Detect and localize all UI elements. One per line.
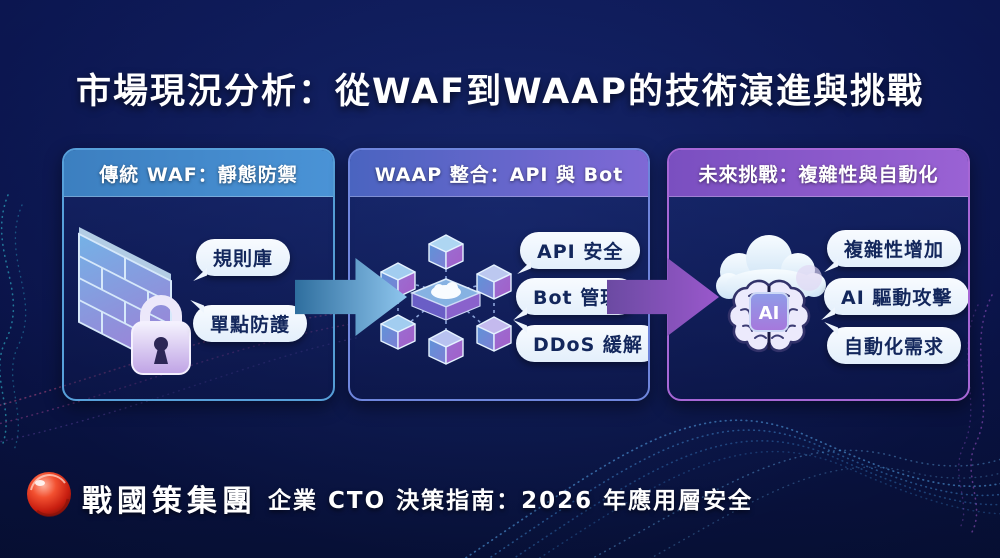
tag-label: AI 驅動攻擊 xyxy=(841,287,953,309)
feature-tag: API 安全 xyxy=(520,232,641,269)
tag-label: DDoS 緩解 xyxy=(533,334,643,356)
panel-header: WAAP 整合：API 與 Bot xyxy=(350,150,648,197)
footer-tagline: 企業 CTO 決策指南：2026 年應用層安全 xyxy=(268,488,754,514)
tag-label: 複雜性增加 xyxy=(844,239,945,261)
ai-chip-label: AI xyxy=(759,303,780,324)
tag-label: 規則庫 xyxy=(213,248,274,270)
slide-title: 市場現況分析：從WAF到WAAP的技術演進與挑戰 xyxy=(76,72,924,113)
slide-footer: 戰國策集團 企業 CTO 決策指南：2026 年應用層安全 xyxy=(0,472,1000,558)
panel-header: 傳統 WAF：靜態防禦 xyxy=(64,150,333,197)
panel-header: 未來挑戰：複雜性與自動化 xyxy=(669,150,968,197)
tag-label: 自動化需求 xyxy=(844,336,945,358)
feature-tag: DDoS 緩解 xyxy=(516,325,648,362)
panel-future-challenges: 未來挑戰：複雜性與自動化 xyxy=(667,148,970,401)
panel-traditional-waf: 傳統 WAF：靜態防禦 xyxy=(62,148,335,401)
panel-waap-integration: WAAP 整合：API 與 Bot xyxy=(348,148,650,401)
brand-logo-sphere-icon xyxy=(27,472,71,517)
ai-cloud-brain-icon: AI xyxy=(716,235,826,353)
feature-tag: 規則庫 xyxy=(196,239,291,276)
brand-name: 戰國策集團 xyxy=(82,484,257,519)
tag-label: 單點防護 xyxy=(210,314,291,336)
panel-header-label: 未來挑戰：複雜性與自動化 xyxy=(698,163,939,186)
feature-tag: 單點防護 xyxy=(193,305,308,342)
feature-tag: 複雜性增加 xyxy=(827,230,962,267)
tag-label: Bot 管理 xyxy=(533,287,621,309)
tag-label: API 安全 xyxy=(537,241,624,263)
feature-tag: AI 驅動攻擊 xyxy=(824,278,968,315)
panel-header-label: 傳統 WAF：靜態防禦 xyxy=(99,163,298,186)
firewall-lock-icon xyxy=(78,227,191,375)
panel-header-label: WAAP 整合：API 與 Bot xyxy=(374,163,624,186)
feature-tag: 自動化需求 xyxy=(827,327,962,364)
cube-network-icon xyxy=(380,234,512,365)
